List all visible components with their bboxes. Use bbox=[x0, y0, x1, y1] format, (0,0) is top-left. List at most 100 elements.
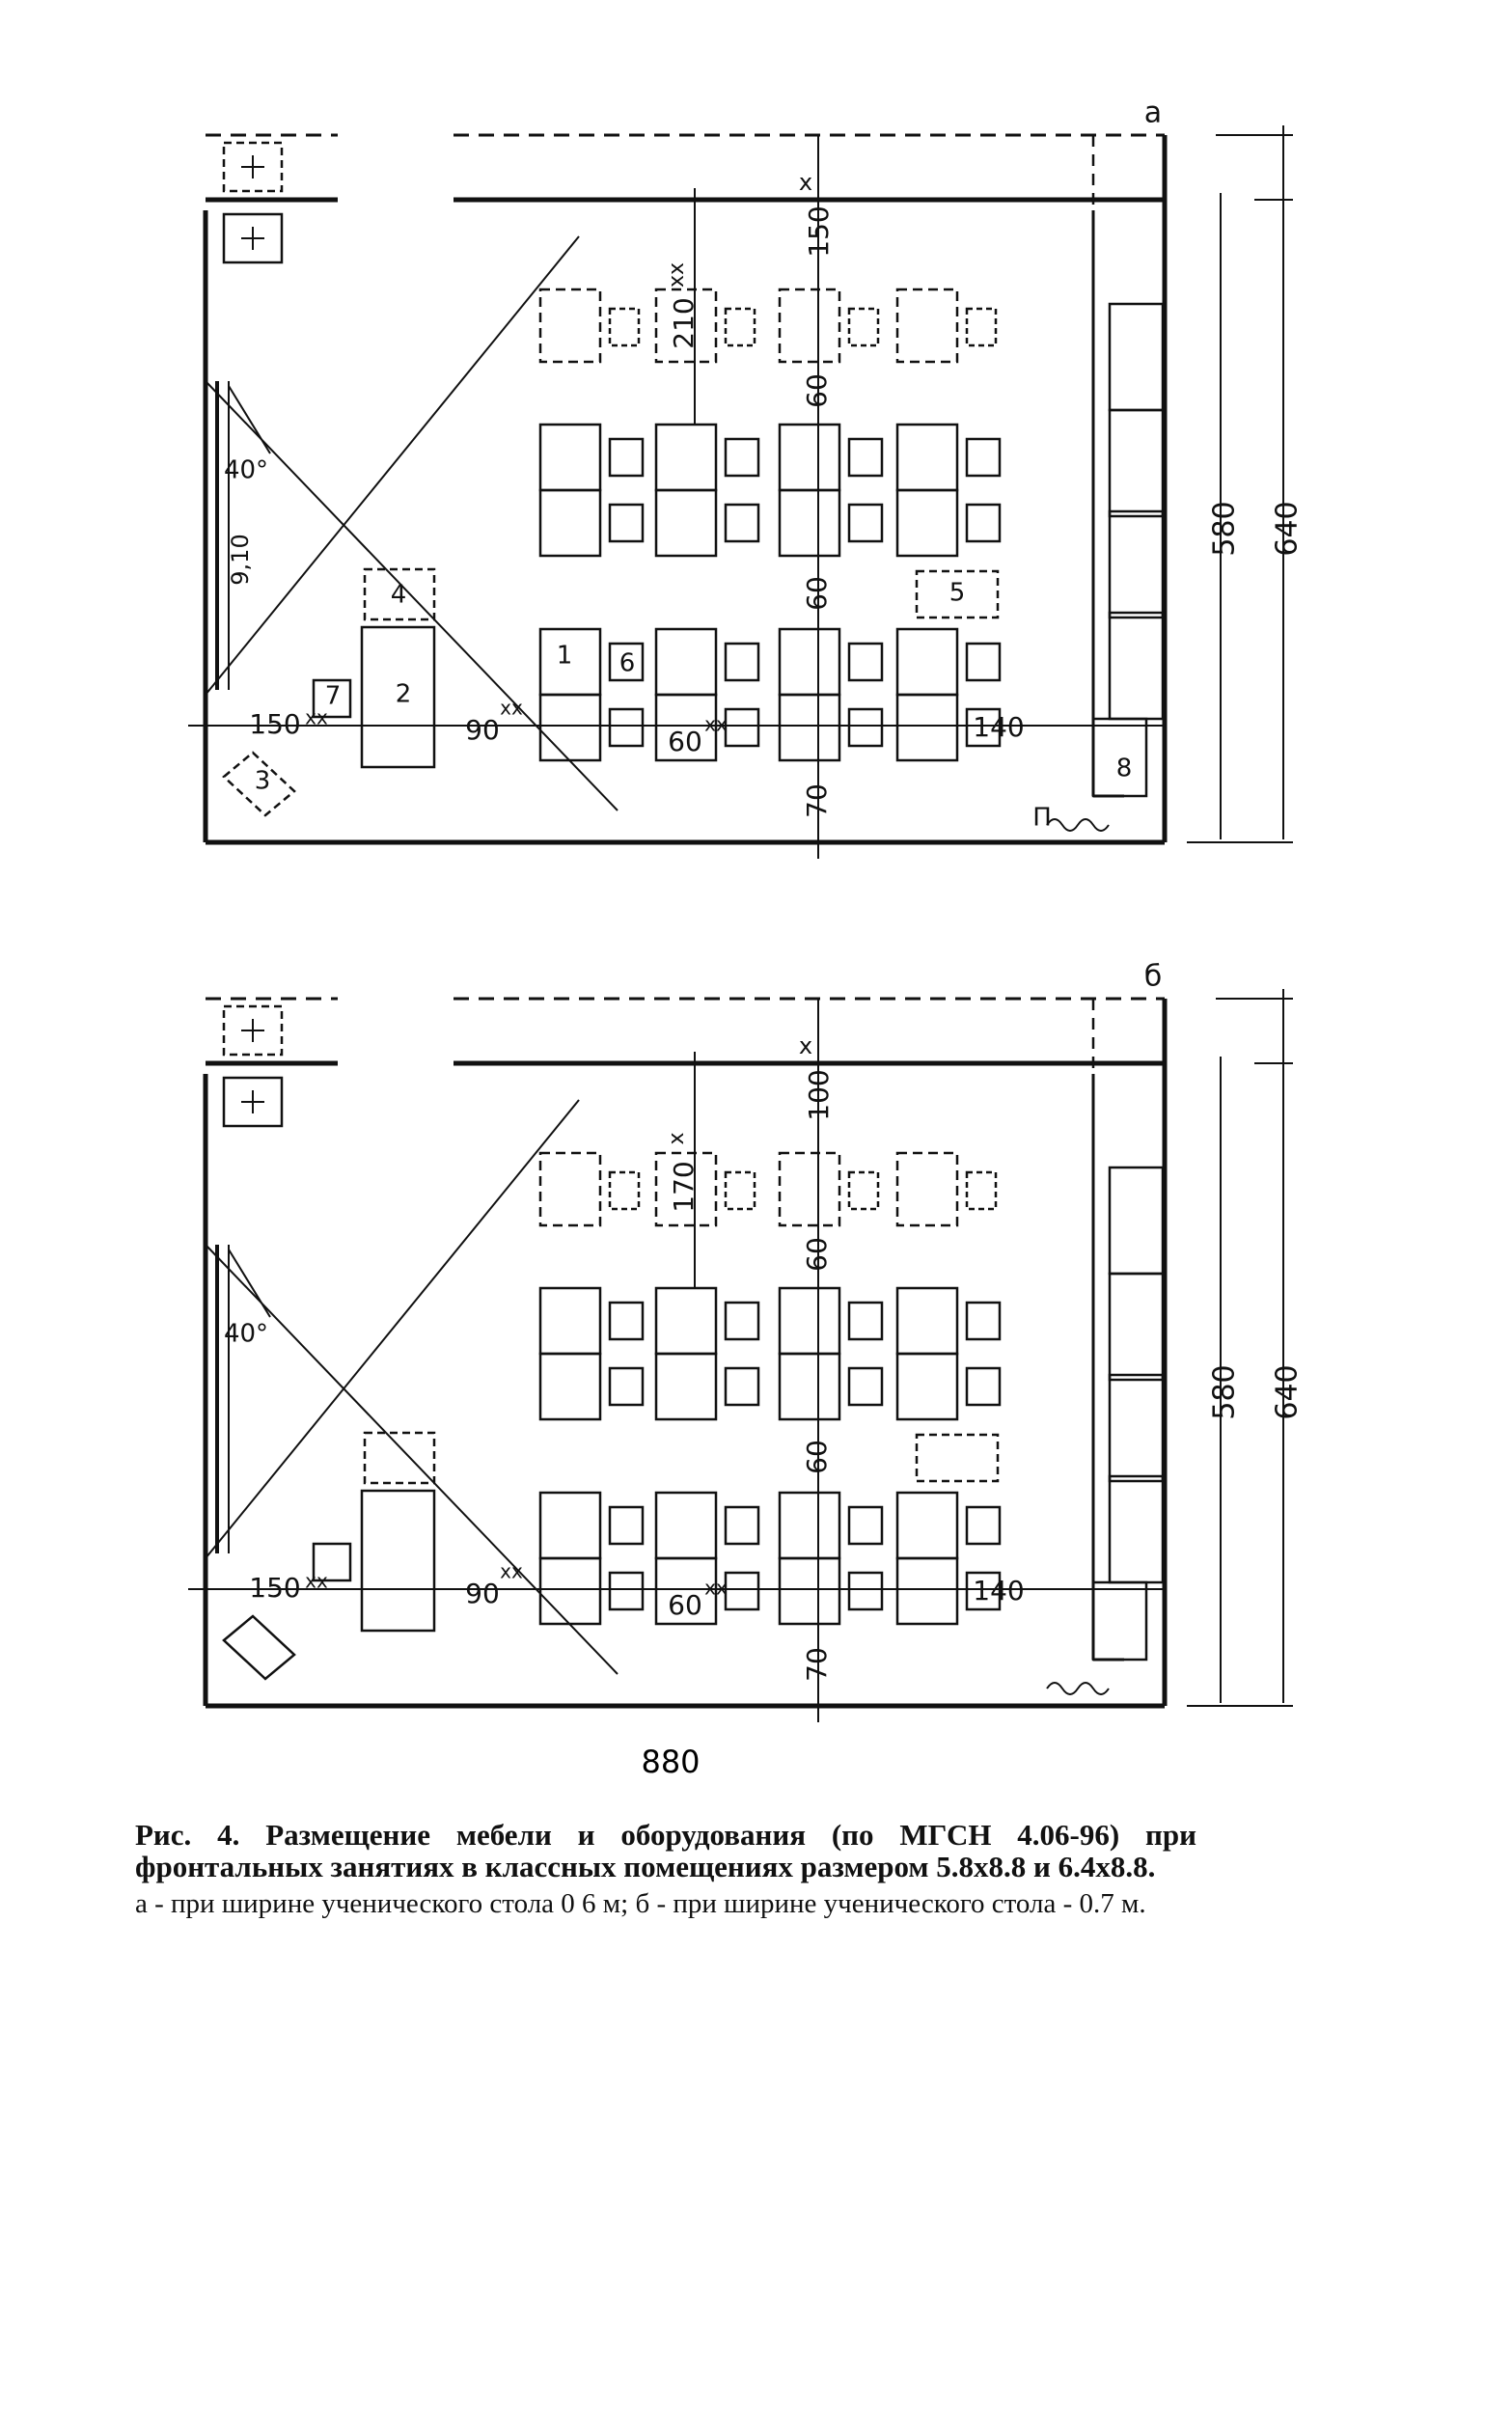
student-desk bbox=[538, 488, 602, 558]
student-chair bbox=[724, 503, 760, 543]
front-desk-dashed bbox=[778, 288, 841, 364]
student-desk bbox=[895, 1491, 959, 1560]
dimension-lines bbox=[188, 989, 1293, 1722]
student-desk bbox=[654, 423, 718, 492]
dimension-lines bbox=[188, 125, 1293, 859]
desk-clearance-label: 90 bbox=[465, 714, 500, 746]
left-clearance-label: 150 bbox=[249, 1572, 300, 1604]
front-desk-dashed bbox=[778, 1151, 841, 1227]
student-chair bbox=[965, 1301, 1002, 1341]
left-clearance-label: 150 bbox=[249, 708, 300, 740]
sink-bottom bbox=[222, 1076, 284, 1128]
variant-letter: б bbox=[1144, 960, 1163, 994]
student-desk bbox=[895, 627, 959, 697]
student-desk bbox=[778, 488, 841, 558]
front-chair-dashed bbox=[608, 1170, 641, 1211]
teacher-desk-dashed bbox=[363, 567, 436, 621]
student-chair bbox=[965, 1505, 1002, 1546]
wall-cabinet bbox=[1108, 509, 1165, 619]
front-chair-dashed bbox=[965, 307, 998, 347]
student-chair bbox=[724, 1571, 760, 1611]
teacher-desk bbox=[360, 625, 436, 769]
figure-caption: Рис. 4. Размещение мебели и оборудования… bbox=[135, 1819, 1196, 1920]
dim-580-label: 580 bbox=[1208, 501, 1242, 556]
front-row-gap-label: 210 bbox=[668, 297, 700, 348]
aisle-marker: xx bbox=[704, 1577, 728, 1600]
aisle-marker: xx bbox=[704, 713, 728, 736]
student-desk bbox=[778, 1352, 841, 1421]
student-desk bbox=[895, 1556, 959, 1626]
wall-cabinet bbox=[1108, 302, 1165, 412]
front-row-marker: xx bbox=[665, 262, 689, 288]
dim-640-label: 640 bbox=[1271, 1364, 1305, 1419]
student-desk bbox=[538, 1352, 602, 1421]
wall-cabinet bbox=[1108, 1166, 1165, 1276]
dim-640-label: 640 bbox=[1271, 501, 1305, 556]
student-chair bbox=[847, 1505, 884, 1546]
student-chair bbox=[847, 1301, 884, 1341]
right-clearance-label: 140 bbox=[973, 711, 1024, 743]
top-gap-label: 150 bbox=[803, 206, 835, 257]
top-marker: x bbox=[799, 1032, 812, 1059]
wall-cabinet bbox=[1108, 1373, 1165, 1483]
front-chair-dashed bbox=[847, 1170, 880, 1211]
sink-top bbox=[222, 1004, 284, 1057]
row-gap-label: 60 bbox=[801, 373, 833, 408]
row-gap-label: 60 bbox=[801, 1237, 833, 1272]
dim-580-label: 580 bbox=[1208, 1364, 1242, 1419]
student-chair bbox=[608, 642, 645, 682]
student-chair bbox=[965, 437, 1002, 478]
student-desk bbox=[778, 627, 841, 697]
student-desk bbox=[895, 693, 959, 762]
variant-letter: a bbox=[1144, 96, 1162, 130]
row-gap-label: 60 bbox=[801, 576, 833, 611]
student-chair bbox=[724, 1301, 760, 1341]
wall-cabinet bbox=[1108, 408, 1165, 518]
student-desk bbox=[654, 488, 718, 558]
front-chair-dashed bbox=[724, 1170, 756, 1211]
item-number: 6 bbox=[619, 649, 636, 678]
sight-line bbox=[205, 380, 619, 811]
front-chair-dashed bbox=[847, 307, 880, 347]
student-chair bbox=[847, 1571, 884, 1611]
student-desk bbox=[778, 1556, 841, 1626]
student-chair bbox=[608, 1366, 645, 1407]
student-desk bbox=[538, 1556, 602, 1626]
front-chair-dashed bbox=[965, 1170, 998, 1211]
walls bbox=[203, 133, 1168, 845]
radiator bbox=[1046, 1682, 1110, 1695]
student-chair bbox=[724, 642, 760, 682]
front-row-gap-label: 170 bbox=[668, 1161, 700, 1212]
teacher-desk-dashed bbox=[363, 1431, 436, 1485]
angle-label: 40° bbox=[224, 1320, 268, 1349]
front-desk-dashed bbox=[654, 288, 718, 364]
student-chair bbox=[608, 1505, 645, 1546]
student-chair bbox=[847, 707, 884, 748]
wall-cabinet bbox=[1091, 1580, 1148, 1662]
overall-length-dimension: 880 bbox=[641, 1744, 700, 1780]
top-gap-label: 100 bbox=[803, 1069, 835, 1120]
student-desk bbox=[778, 423, 841, 492]
student-chair bbox=[965, 1366, 1002, 1407]
sight-line bbox=[205, 1099, 580, 1559]
student-desk bbox=[895, 1286, 959, 1356]
student-chair bbox=[724, 437, 760, 478]
item-number: 5 bbox=[949, 579, 966, 608]
student-desk bbox=[654, 1556, 718, 1626]
radiator-label: П bbox=[1032, 804, 1052, 833]
aisle-width-label: 60 bbox=[668, 726, 702, 757]
item-number: 3 bbox=[255, 767, 271, 796]
student-chair bbox=[724, 707, 760, 748]
student-chair bbox=[724, 1366, 760, 1407]
sink-top bbox=[222, 141, 284, 193]
radiator bbox=[1046, 818, 1110, 832]
student-desk bbox=[895, 488, 959, 558]
wall-cabinet bbox=[1091, 717, 1148, 798]
rotated-chair bbox=[222, 1614, 296, 1681]
student-chair bbox=[965, 503, 1002, 543]
furniture bbox=[205, 1004, 1165, 1695]
student-chair bbox=[608, 1301, 645, 1341]
wall-cabinet bbox=[1108, 1474, 1165, 1584]
item-number: 4 bbox=[391, 581, 407, 610]
